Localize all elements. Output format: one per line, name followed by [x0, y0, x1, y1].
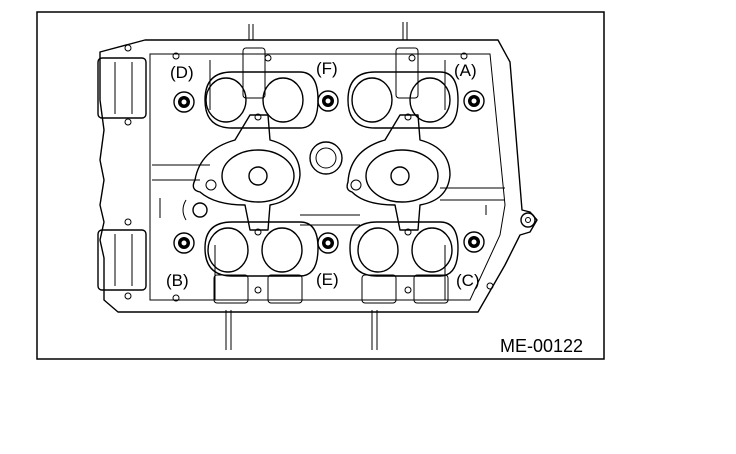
bolt-c: [463, 231, 485, 253]
left-bosses: [97, 44, 147, 300]
bottom-valve-seats: [204, 221, 459, 304]
bolt-f: [317, 90, 339, 112]
combustion-chambers: [192, 113, 451, 236]
label-f: (F): [316, 59, 338, 78]
head-outline: [99, 39, 538, 313]
studs: [225, 22, 408, 350]
left-oval: [182, 199, 208, 221]
right-bracket: [520, 212, 536, 228]
head-bolts: [173, 90, 485, 254]
bolt-a: [463, 90, 485, 112]
label-b: (B): [166, 271, 189, 290]
small-holes: [172, 52, 494, 302]
label-d: (D): [170, 63, 194, 82]
figure-code: ME-00122: [500, 336, 583, 356]
bolt-e: [317, 232, 339, 254]
center-boss: [309, 141, 343, 175]
label-c: (C): [456, 271, 480, 290]
top-valve-seats: [204, 47, 459, 129]
label-e: (E): [316, 270, 339, 289]
bolt-b: [173, 232, 195, 254]
bolt-d: [173, 91, 195, 113]
label-a: (A): [454, 61, 477, 80]
